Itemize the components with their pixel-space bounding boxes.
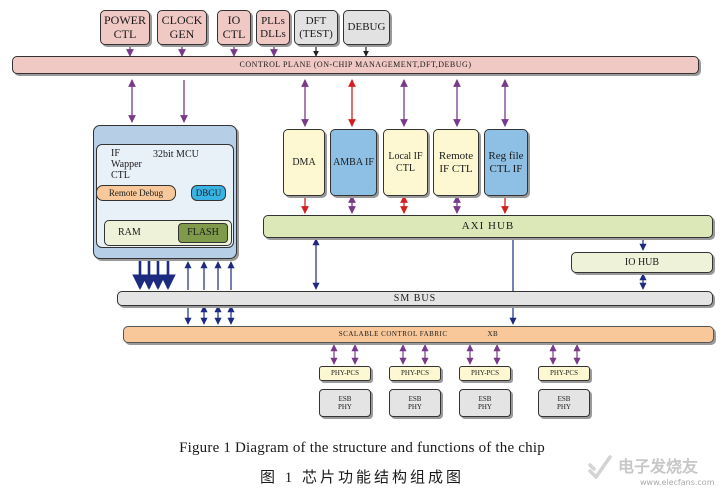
figure-caption-english: Figure 1 Diagram of the structure and fu… [179,440,545,456]
phy-pcs-block-3: PHY-PCS [459,366,511,381]
flash-block: FLASH [178,223,228,243]
mcu-control-links [128,79,188,123]
figure-caption-chinese: 图 1 芯片功能结构组成图 [259,470,464,486]
dma-block: DMA [283,129,325,196]
mcu-thin-arrows [184,261,235,290]
reg-file-block: Reg file CTL IF [484,129,528,196]
local-if-block: Local IF CTL [383,129,428,196]
pll-dll-block: PLLs DLLs [256,10,290,45]
watermark-url: www.elecfans.com [640,478,715,487]
esb-phy-block-4: ESB PHY [538,389,590,417]
esb-phy-block-1: ESB PHY [319,389,371,417]
axi-hub-bar: AXI HUB [263,215,713,238]
power-ctl-block: POWER CTL [100,10,150,45]
remote-if-block: Remote IF CTL [433,129,479,196]
io-hub-block: IO HUB [571,252,713,273]
scalable-control-fabric-bar: SCALABLE CONTROL FABRIC XB [123,326,714,343]
hub-links [312,238,647,325]
clock-gen-block: CLOCK GEN [157,10,207,45]
watermark-logo-icon [588,455,612,479]
watermark-text: 电子发烧友 [618,457,699,476]
phy-pcs-block-1: PHY-PCS [319,366,371,381]
fabric-label: SCALABLE CONTROL FABRIC [338,330,448,339]
fabric-suffix: XB [487,330,499,339]
top-block-connectors [126,45,278,57]
debug-connectors [313,45,369,57]
if-wrapper-label: IF Wapper CTL [111,148,142,182]
if-control-links [301,79,509,127]
elecfans-watermark: 电子发烧友 [586,445,716,485]
if-axi-links [301,195,509,214]
dft-test-block: DFT (TEST) [294,10,338,45]
phy-pcs-block-2: PHY-PCS [389,366,441,381]
fabric-phy-links [330,344,581,365]
smbus-fabric-links [184,305,235,325]
esb-phy-block-2: ESB PHY [389,389,441,417]
remote-debug-block: Remote Debug [96,185,176,201]
io-ctl-block: IO CTL [217,10,251,45]
mcu-title: 32bit MCU [153,149,199,160]
esb-phy-block-3: ESB PHY [459,389,511,417]
sm-bus-bar: SM BUS [117,291,713,306]
phy-pcs-block-4: PHY-PCS [538,366,590,381]
control-plane-bar: CONTROL PLANE (ON-CHIP MANAGEMENT,DFT,DE… [12,56,699,74]
ram-label: RAM [118,227,141,238]
amba-if-block: AMBA IF [330,129,377,196]
debug-block: DEBUG [343,10,390,45]
dbgu-block: DBGU [191,185,226,201]
